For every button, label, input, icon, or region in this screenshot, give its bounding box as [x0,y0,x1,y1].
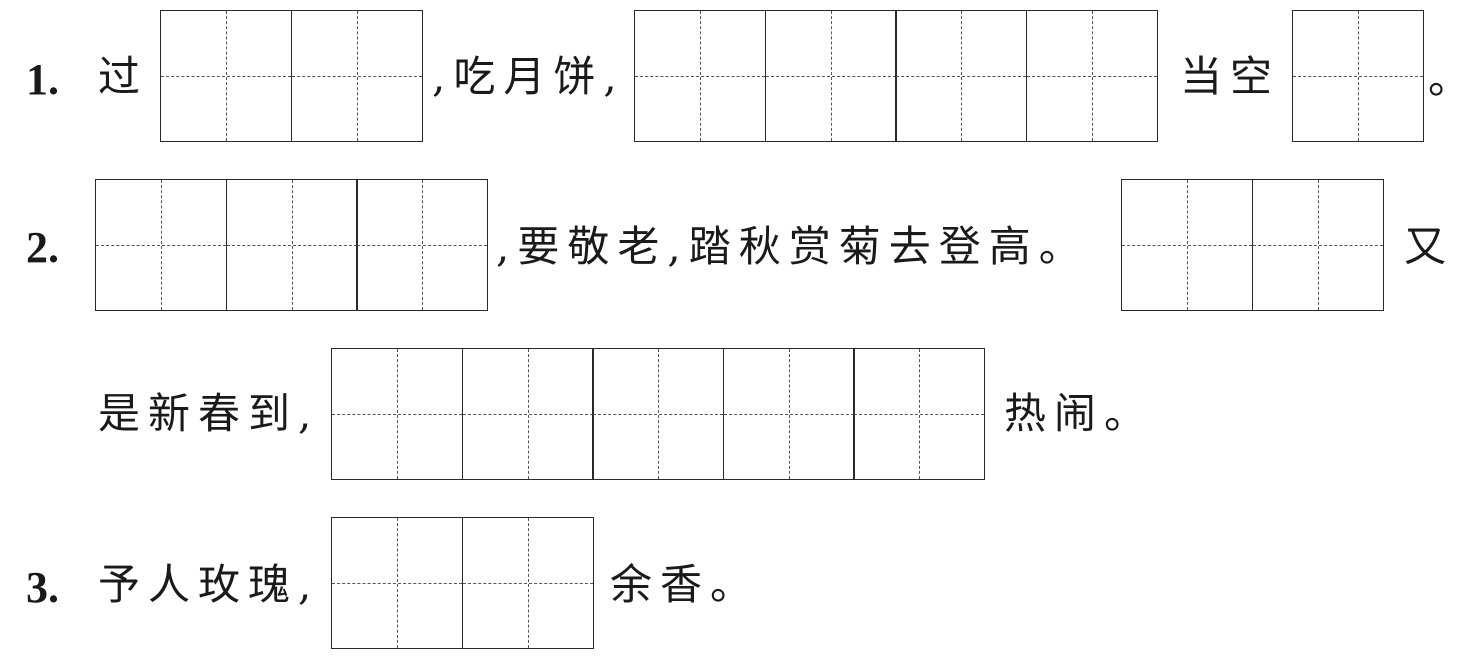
question-2-text-4: 热闹。 [1004,389,1155,438]
writing-cell[interactable] [160,10,292,142]
question-1-text-1: 过 [98,52,149,101]
writing-cell[interactable] [592,348,724,480]
question-3-text-2: 余香。 [610,560,761,609]
writing-cell[interactable] [895,10,1027,142]
answer-grid-1a[interactable] [160,10,423,142]
answer-grid-3a[interactable] [331,517,594,649]
writing-cell[interactable] [331,517,463,649]
writing-cell[interactable] [853,348,985,480]
question-2-text-2: 又 [1404,222,1455,271]
question-number-2: 2. [26,223,59,272]
question-3-text-1: 予人玫瑰, [98,560,320,609]
writing-cell[interactable] [764,10,897,142]
answer-grid-2b[interactable] [1121,179,1384,311]
answer-grid-2a[interactable] [95,179,488,311]
answer-grid-1c[interactable] [1292,10,1424,142]
answer-grid-2c[interactable] [331,348,985,480]
writing-cell[interactable] [1025,10,1158,142]
writing-cell[interactable] [722,348,855,480]
writing-cell[interactable] [290,10,423,142]
writing-cell[interactable] [1121,179,1253,311]
question-2-text-3: 是新春到, [98,389,320,438]
writing-cell[interactable] [461,517,594,649]
writing-cell[interactable] [95,179,227,311]
question-1-text-2: ,吃月饼, [432,52,625,101]
question-1-text-4: 。 [1428,54,1476,103]
writing-cell[interactable] [1292,10,1424,142]
writing-cell[interactable] [461,348,594,480]
writing-cell[interactable] [634,10,766,142]
writing-cell[interactable] [1251,179,1384,311]
question-2-text-1: ,要敬老,踏秋赏菊去登高。 [496,222,1089,271]
question-number-1: 1. [26,55,59,104]
answer-grid-1b[interactable] [634,10,1158,142]
question-1-text-3: 当空 [1180,52,1281,101]
writing-cell[interactable] [225,179,358,311]
writing-cell[interactable] [331,348,463,480]
writing-cell[interactable] [356,179,488,311]
question-number-3: 3. [26,563,59,612]
